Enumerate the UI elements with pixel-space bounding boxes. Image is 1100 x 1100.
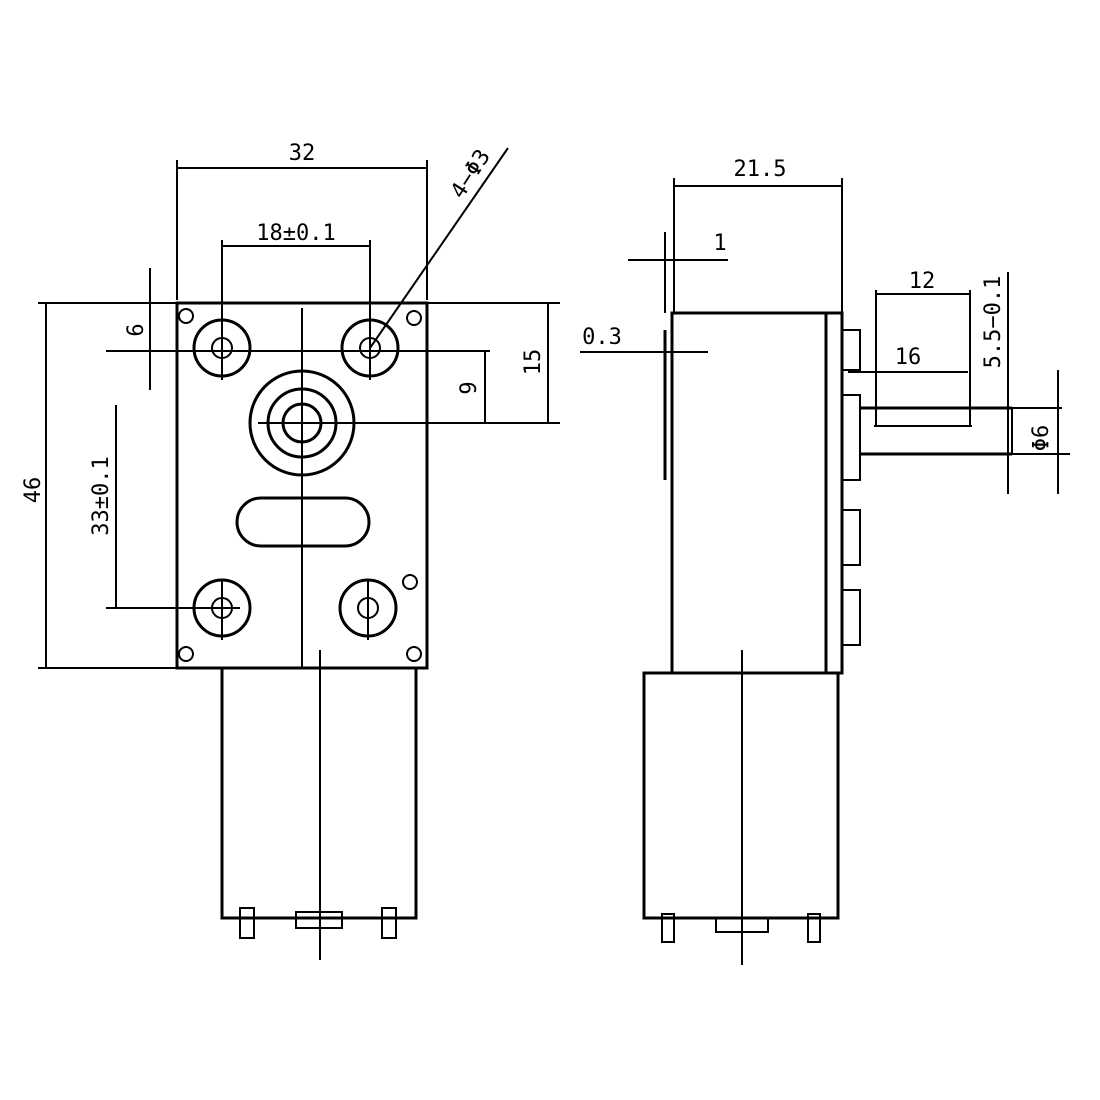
front-slot — [235, 496, 371, 548]
dim-side-shaft-diameter-label: Φ6 — [1029, 425, 1054, 452]
corner-screw-tr — [406, 310, 422, 326]
dim-mount-holes-leader: 4−Φ3 — [369, 145, 509, 349]
dim-side-depth-label: 21.5 — [734, 157, 787, 182]
dim-front-hole-offset-label: 6 — [124, 323, 149, 336]
dim-front-width-label: 32 — [289, 141, 316, 166]
dim-mount-holes-label: 4−Φ3 — [446, 145, 496, 203]
dim-side-gap-label: 0.3 — [582, 325, 622, 350]
dim-side-shaft-length: 12 — [875, 269, 971, 426]
corner-screw-br — [406, 646, 422, 662]
dim-front-hole-spacing: 18±0.1 — [221, 221, 371, 320]
side-terminals — [661, 913, 821, 943]
dim-front-top-to-shaft-label: 15 — [521, 349, 546, 376]
dim-front-hole-spacing-vertical: 33±0.1 — [89, 405, 117, 608]
dim-front-hole-spacing-vertical-label: 33±0.1 — [89, 456, 114, 535]
corner-screw-mr — [402, 574, 418, 590]
side-output-shaft — [860, 406, 1013, 456]
dim-side-shaft-diameter: Φ6 — [1012, 370, 1070, 494]
dim-side-shaft-flat-label: 5.5−0.1 — [981, 276, 1006, 369]
dim-side-depth: 21.5 — [673, 157, 843, 313]
dim-front-top-to-shaft: 15 — [427, 302, 560, 423]
corner-screw-tl — [178, 308, 194, 324]
dim-front-hole-to-shaft-label: 9 — [457, 381, 482, 394]
dim-front-hole-offset: 6 — [124, 268, 177, 390]
side-shaft-bosses — [841, 329, 861, 646]
dim-side-gap: 0.3 — [580, 325, 708, 353]
dim-side-flange-label: 1 — [713, 231, 726, 256]
dim-side-shaft-flat: 5.5−0.1 — [972, 272, 1062, 494]
dim-side-shaft-length-label: 12 — [909, 269, 936, 294]
dim-side-shaft-total: 16 — [848, 345, 968, 373]
corner-screw-bl — [178, 646, 194, 662]
dim-front-width: 32 — [176, 141, 428, 300]
dim-front-height-label: 46 — [21, 477, 46, 504]
front-terminals — [239, 907, 397, 939]
dim-front-hole-to-shaft: 9 — [457, 351, 486, 423]
dim-front-hole-spacing-label: 18±0.1 — [256, 221, 335, 246]
side-gearbox-body — [670, 311, 844, 675]
dim-side-flange: 1 — [628, 231, 728, 313]
dim-front-height: 46 — [21, 302, 177, 669]
front-view: 32 18±0.1 4−Φ3 6 9 15 — [21, 141, 560, 960]
side-view: 21.5 1 0.3 12 16 5.5−0.1 — [580, 157, 1070, 965]
dim-side-shaft-total-label: 16 — [895, 345, 922, 370]
